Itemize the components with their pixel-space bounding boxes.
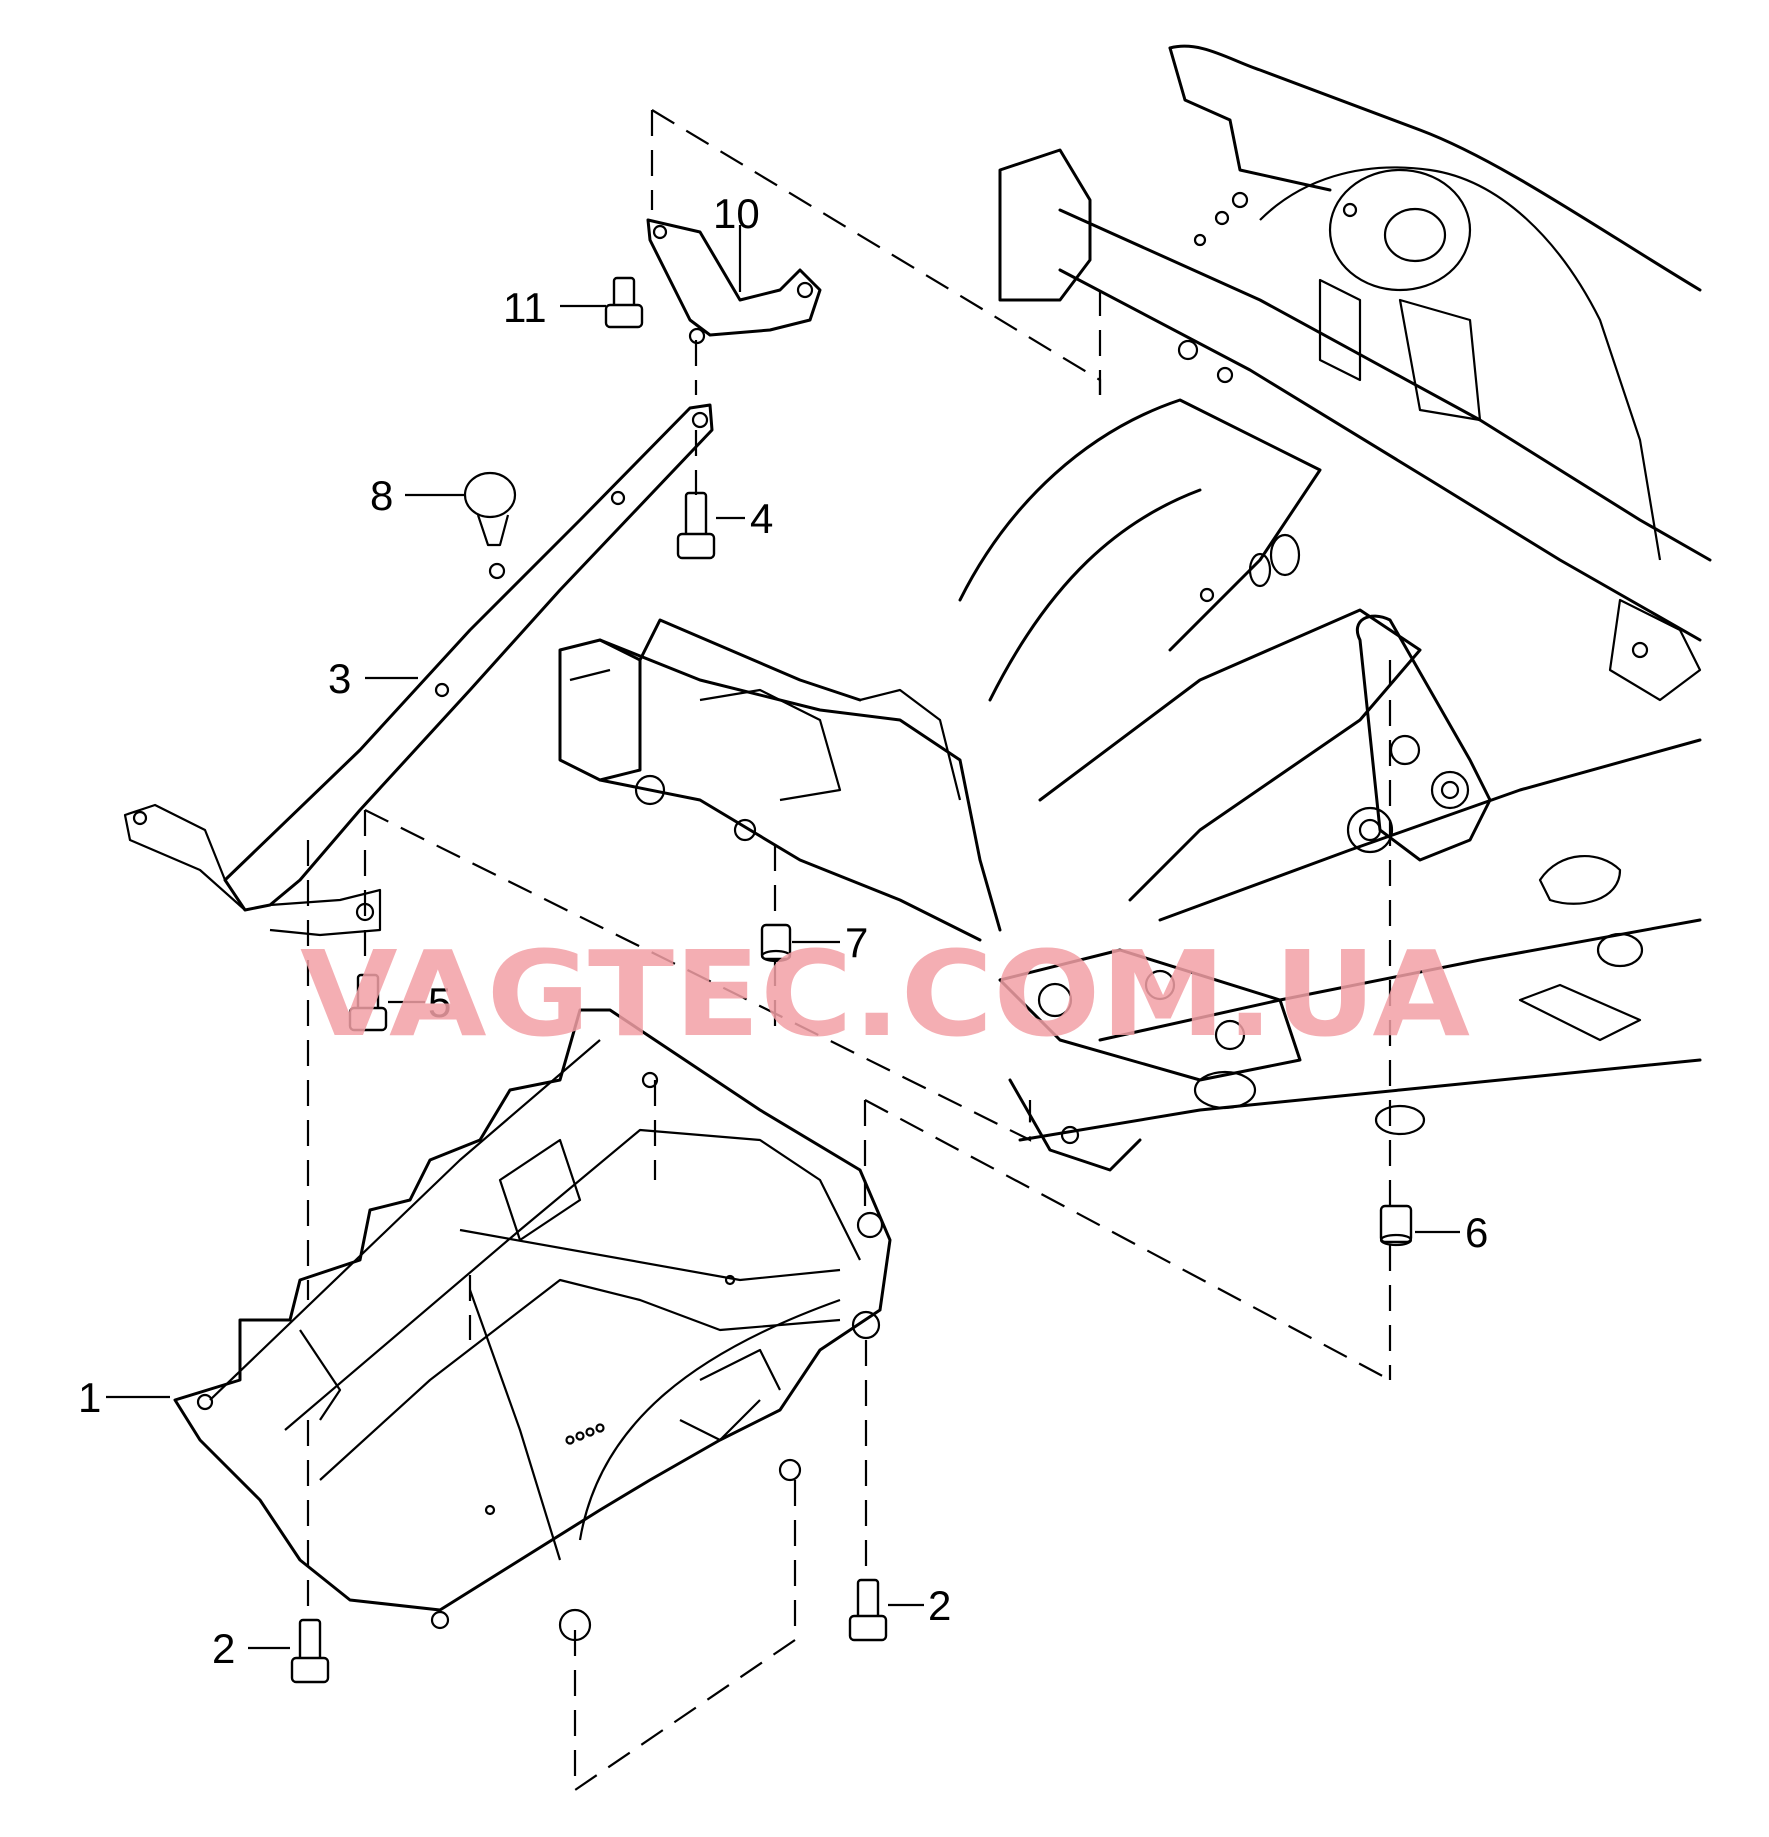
callout-8: 8 [370, 472, 393, 519]
callout-3: 3 [328, 655, 351, 702]
callout-11: 11 [503, 284, 547, 331]
callout-2-right: 2 [928, 1582, 951, 1629]
callout-5: 5 [428, 979, 451, 1026]
part-1-underbody-guard [173, 1008, 892, 1642]
leader-lines [106, 225, 1460, 1650]
bolt-5-icon [348, 973, 388, 1032]
callout-2-left: 2 [212, 1625, 235, 1672]
part-8-clip [463, 471, 517, 547]
bolt-2-left-icon [290, 1618, 330, 1684]
part-3-strut [123, 403, 714, 937]
bolt-4-icon [676, 491, 716, 560]
fasteners [290, 276, 1413, 1684]
nut-7-icon [760, 923, 792, 963]
part-10-bracket [646, 218, 822, 345]
callout-1: 1 [78, 1374, 101, 1421]
callout-6: 6 [1465, 1209, 1488, 1256]
callout-4: 4 [750, 495, 773, 542]
cross-member [558, 618, 1002, 942]
callout-labels: 11 10 8 4 3 5 7 6 1 2 2 [78, 190, 1488, 1672]
callout-10: 10 [713, 190, 760, 237]
bolt-11-icon [604, 276, 644, 329]
assembly-lines [306, 109, 1392, 1791]
callout-7: 7 [845, 919, 868, 966]
watermark-text: VAGTEC.COM.UA [300, 925, 1470, 1063]
nut-6-icon [1379, 1204, 1413, 1247]
bolt-2-right-icon [848, 1578, 888, 1642]
vehicle-underbody [958, 44, 1712, 1172]
